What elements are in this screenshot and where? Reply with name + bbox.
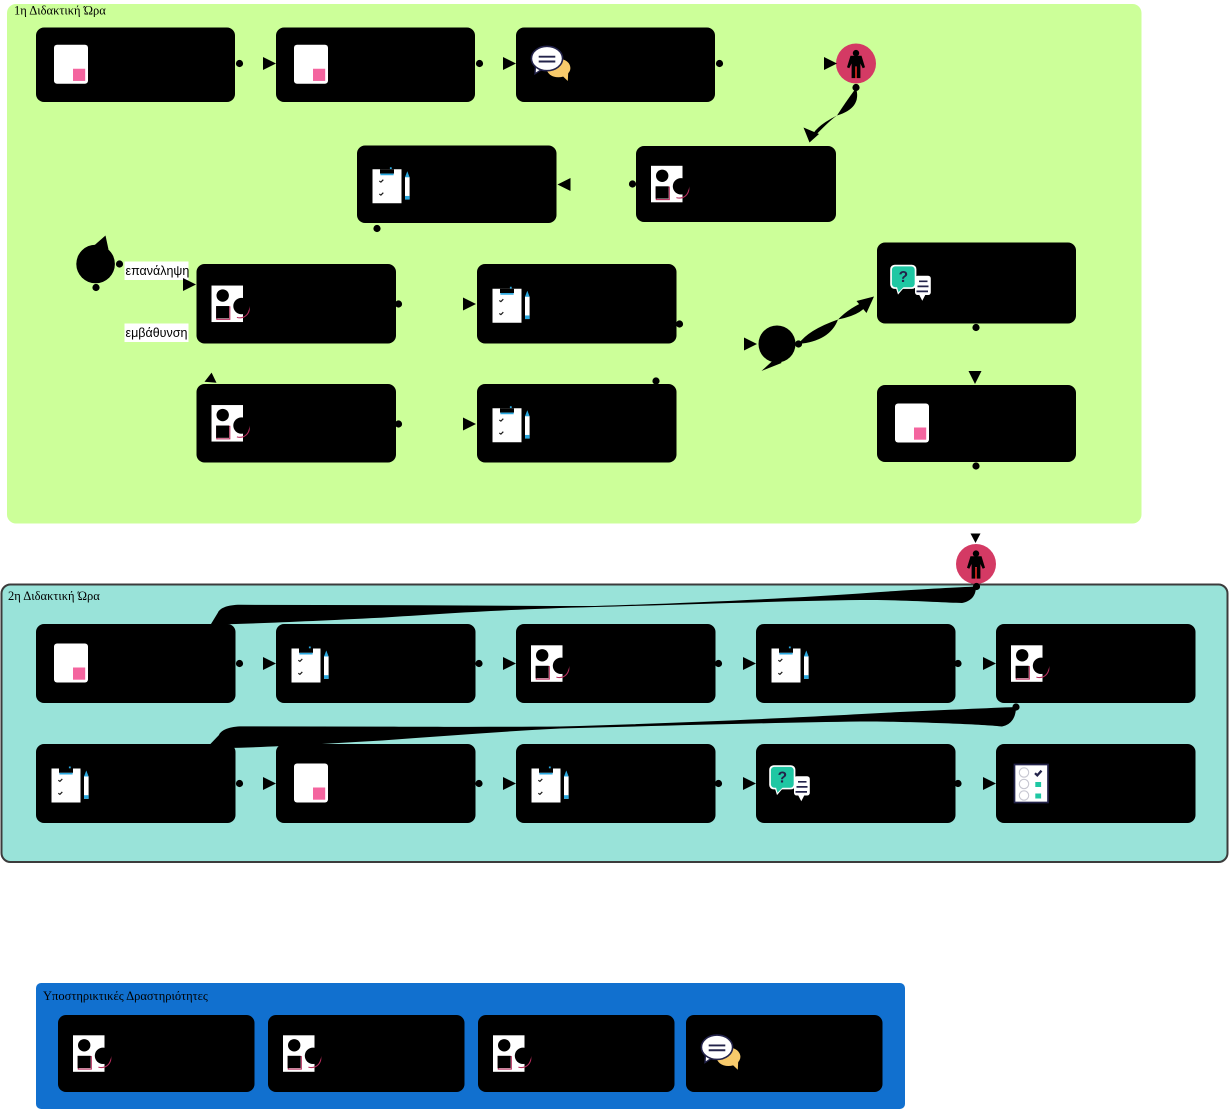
svg-text:Υποστηρικτικές Δραστηριότητες: Υποστηρικτικές Δραστηριότητες <box>43 989 208 1003</box>
svg-text:επανάληψη: επανάληψη <box>126 264 190 278</box>
svg-text:εμβάθυνση: εμβάθυνση <box>126 326 188 340</box>
svg-text:2η Διδακτική Ώρα: 2η Διδακτική Ώρα <box>8 589 100 603</box>
svg-text:1η Διδακτική Ώρα: 1η Διδακτική Ώρα <box>14 4 106 18</box>
